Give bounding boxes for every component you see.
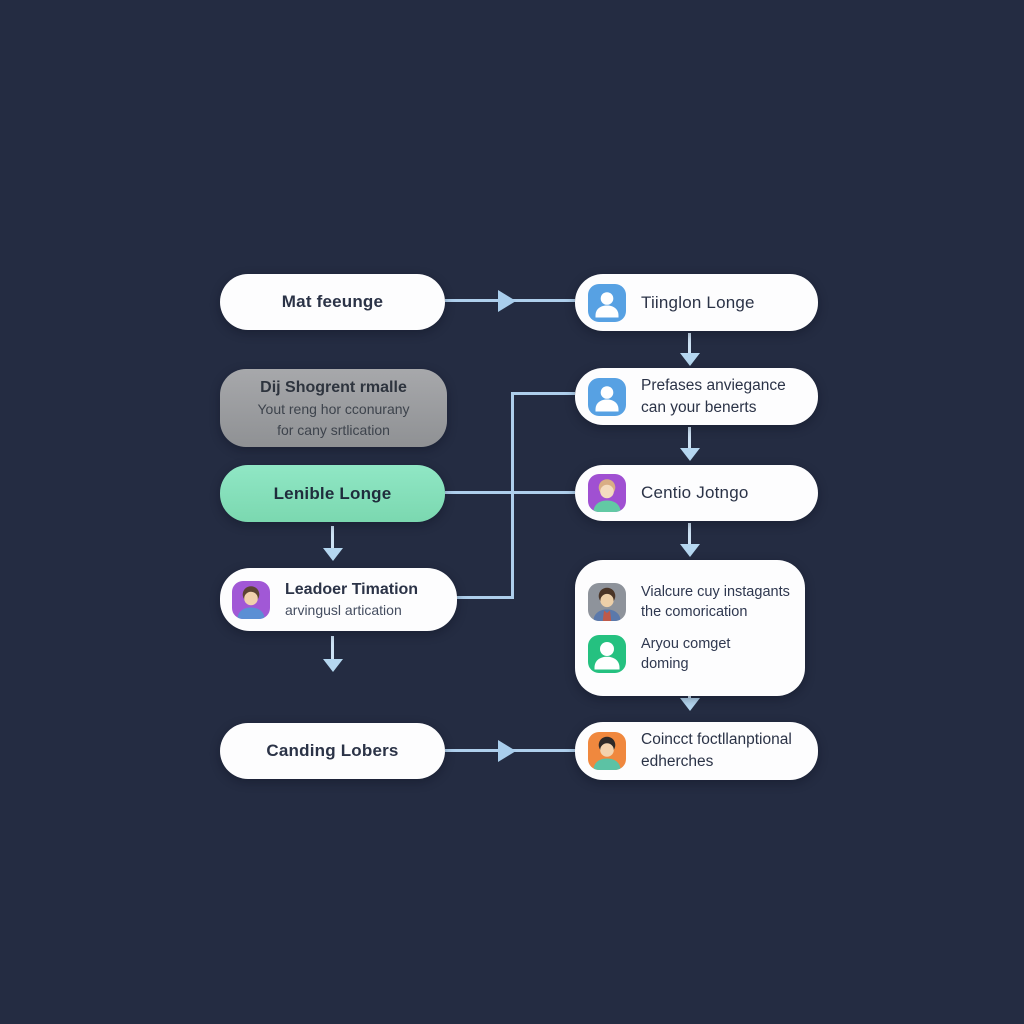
connector-r2-r3 [688, 427, 691, 448]
node-title: Canding Lobers [266, 741, 399, 760]
arrowhead-r1-r2 [680, 353, 700, 366]
connector-r1-r2 [688, 333, 691, 353]
node-tiinglon-longe: Tiinglon Longe [575, 274, 818, 331]
node-leadoer-timation: Leadoer Timation arvingusl artication [220, 568, 457, 631]
connector-l4-down [331, 636, 334, 659]
node-title: Mat feeunge [281, 292, 384, 311]
person-avatar-gray-icon [588, 583, 626, 622]
node-vialcure-group: Vialcure cuy instagants the comorication… [575, 560, 805, 696]
node-line2: can your benerts [641, 398, 757, 416]
arrowhead-l5-r5 [498, 740, 516, 762]
node-subtitle-line1: Yout reng hor cconurany [257, 401, 410, 418]
connector-l4-r2-bottom [445, 596, 514, 599]
node-text-block: Vialcure cuy instagants the comorication [641, 582, 790, 623]
node-line2: edherches [641, 753, 714, 770]
person-avatar-purple-icon [232, 580, 270, 619]
node-title: Lenible Longe [273, 483, 392, 503]
node-line2: doming [641, 655, 689, 672]
node-line2: the comorication [641, 604, 748, 621]
user-silhouette-blue-icon [588, 377, 626, 416]
connector-l3-l4 [331, 526, 334, 548]
arrowhead-l4-down [323, 659, 343, 672]
node-prefases: Prefases anviegance can your benerts [575, 368, 818, 425]
group-row-2: Aryou comget doming [575, 634, 805, 675]
node-text-block: Aryou comget doming [641, 634, 730, 675]
user-silhouette-blue-icon [588, 283, 626, 322]
node-title: Tiinglon Longe [641, 292, 755, 312]
node-text-block: Leadoer Timation arvingusl artication [285, 579, 418, 621]
node-centio-jotngo: Centio Jotngo [575, 465, 818, 521]
arrowhead-r3-r4 [680, 544, 700, 557]
node-coincct: Coincct foctllanptional edherches [575, 722, 818, 780]
arrowhead-l1-r1 [498, 290, 516, 312]
node-title: Dij Shogrent rmalle [260, 379, 407, 397]
connector-l3-r3 [445, 491, 575, 494]
node-text-block: Coincct foctllanptional edherches [641, 729, 792, 772]
arrowhead-r2-r3 [680, 448, 700, 461]
node-title: Centio Jotngo [641, 483, 749, 502]
arrowhead-l3-l4 [323, 548, 343, 561]
group-row-1: Vialcure cuy instagants the comorication [575, 582, 805, 623]
node-text-block: Prefases anviegance can your benerts [641, 375, 786, 418]
node-dij-shogrent: Dij Shogrent rmalle Yout reng hor cconur… [220, 369, 447, 447]
node-canding-lobers: Canding Lobers [220, 723, 445, 779]
node-line1: Aryou comget [641, 635, 731, 652]
node-title: Leadoer Timation [285, 580, 419, 598]
user-silhouette-green-icon [588, 634, 626, 673]
connector-r3-r4 [688, 523, 691, 544]
connector-l4-r2-vertical [511, 392, 514, 599]
node-line1: Vialcure cuy instagants [641, 583, 790, 600]
node-line1: Prefases anviegance [641, 376, 786, 394]
node-line1: Coincct foctllanptional [641, 731, 792, 749]
connector-l4-r2-top [511, 392, 575, 395]
arrowhead-r4-r5 [680, 698, 700, 711]
node-mat-feeunge: Mat feeunge [220, 274, 445, 330]
node-text-block: Dij Shogrent rmalle Yout reng hor cconur… [257, 376, 409, 440]
person-avatar-orange-icon [588, 732, 626, 770]
node-lenible-longe: Lenible Longe [220, 465, 445, 522]
node-subtitle: arvingusl artication [285, 601, 402, 618]
person-avatar-purple-icon [588, 474, 626, 512]
node-subtitle-line2: for cany srtlication [277, 421, 390, 438]
